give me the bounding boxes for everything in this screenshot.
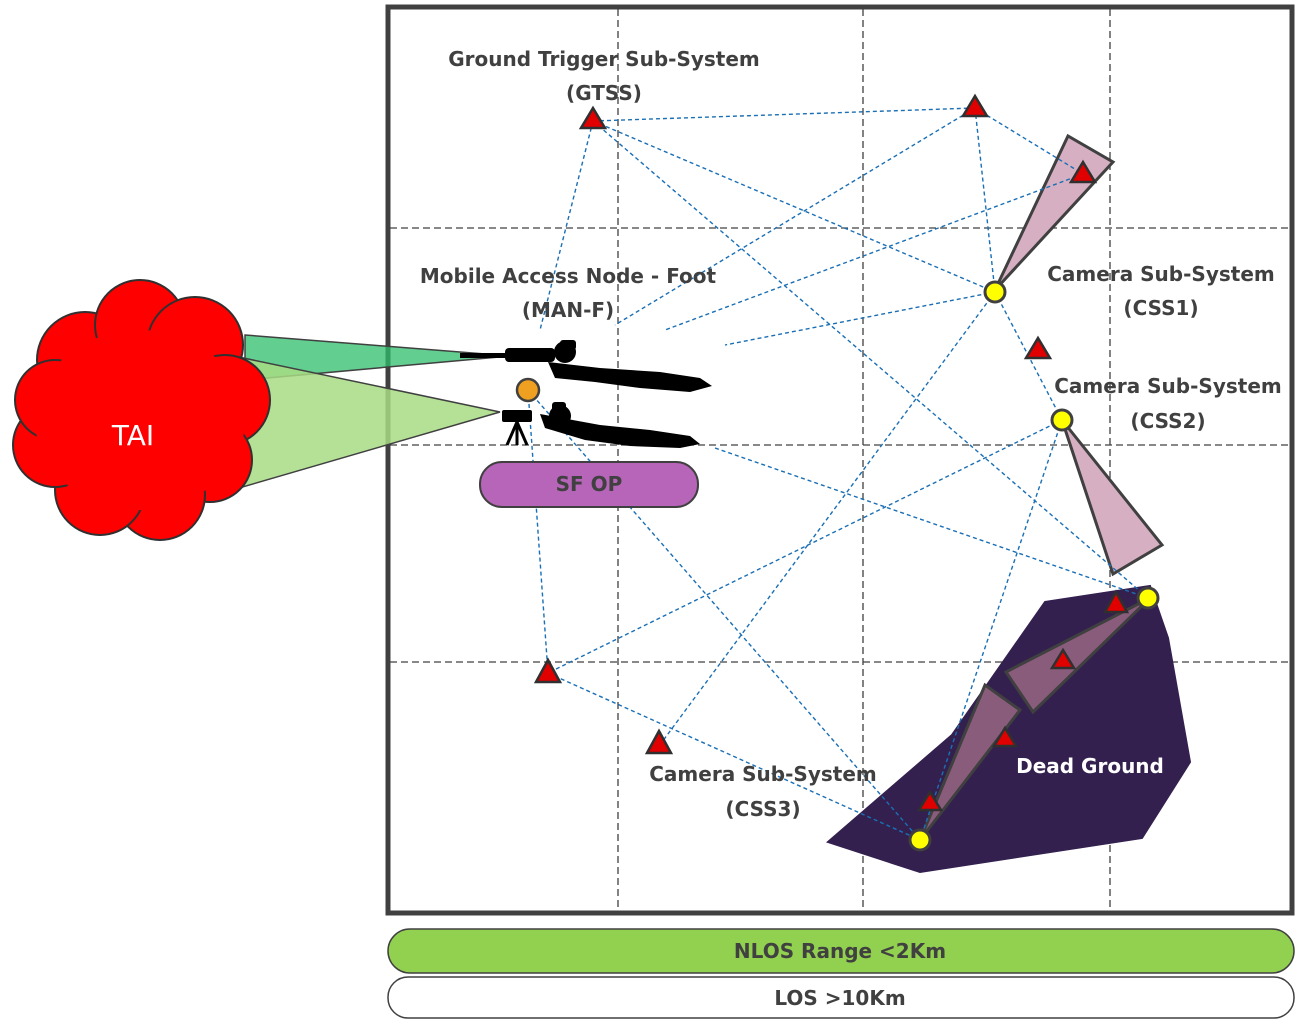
dead-ground-label: Dead Ground [1016,754,1164,778]
man-f-node [515,377,541,403]
css1-label-line2: (CSS1) [1123,296,1198,320]
manf-label-line2: (MAN-F) [522,298,614,322]
sf-op-label: SF OP [556,472,623,496]
gtss-sensor-icon [578,105,608,130]
sensor-icon [1049,647,1077,670]
sensor-icon [1068,159,1098,184]
tai-label: TAI [111,419,154,452]
network-links [527,107,1149,841]
sensor-icon [991,725,1019,748]
css3-camera-node [908,828,932,852]
nlos-range-label: NLOS Range <2Km [734,939,946,963]
gtss-label-line2: (GTSS) [566,81,642,105]
sensor-icon [1102,589,1130,614]
sensor-icon [533,657,563,684]
sniper-silhouette-upper [460,340,712,392]
ground-sensors [533,93,1130,812]
css2-view-cone [1060,419,1165,577]
sensor-icon [1023,335,1053,360]
manf-label-line1: Mobile Access Node - Foot [420,264,717,288]
css3-view-cone [918,682,1023,841]
diagram-labels: Ground Trigger Sub-System (GTSS) Mobile … [420,47,1282,821]
sf-op-badge: SF OP [479,461,699,508]
gtss-label-line1: Ground Trigger Sub-System [448,47,760,71]
los-beam-upper [244,334,511,381]
sensor-icon [916,789,944,812]
camera-nodes [908,280,1160,852]
los-range-bar: LOS >10Km [387,976,1295,1019]
css2-label-line1: Camera Sub-System [1054,374,1281,398]
los-beams [214,334,511,496]
css3-label-line1: Camera Sub-System [649,762,876,786]
spotter-silhouette-lower [502,402,700,448]
css1-label-line1: Camera Sub-System [1047,262,1274,286]
css4-camera-node [1136,586,1160,610]
css2-label-line2: (CSS2) [1130,409,1205,433]
sensor-icon [644,728,674,755]
nlos-range-bar: NLOS Range <2Km [387,928,1295,974]
css4-view-cone [1003,596,1152,715]
tai-cloud: TAI [12,279,271,541]
css2-camera-node [1050,408,1074,432]
los-range-label: LOS >10Km [774,986,905,1010]
sensor-icon [960,93,990,118]
css3-label-line2: (CSS3) [725,797,800,821]
css1-camera-node [983,280,1007,304]
